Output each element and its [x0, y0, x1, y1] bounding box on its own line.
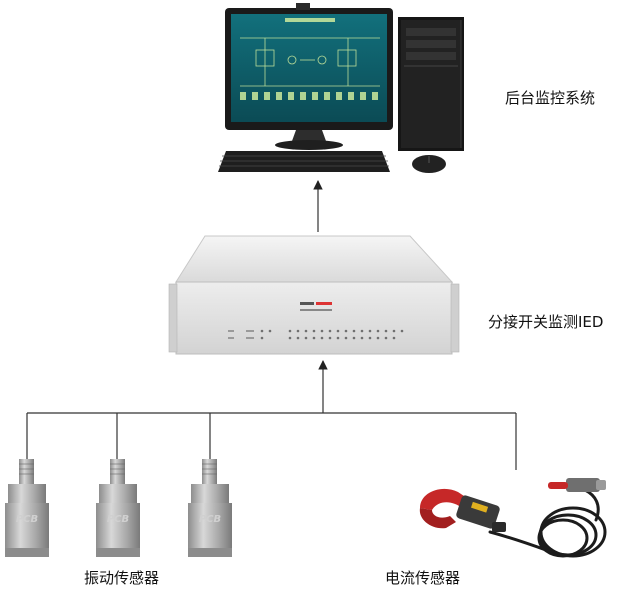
label-backend-monitoring-system: 后台监控系统: [505, 89, 596, 107]
pc-tower-icon: [398, 17, 464, 151]
ied-device-illustration: [168, 235, 460, 355]
vibration-sensor-3: PCB: [188, 459, 232, 557]
pcb-logo-1: PCB: [16, 514, 38, 525]
computer-illustration: [218, 3, 464, 173]
label-vibration-sensor: 振动传感器: [84, 569, 160, 587]
vibration-sensor-1: PCB: [5, 459, 49, 557]
pcb-logo-2: PCB: [107, 514, 129, 525]
current-clamp-sensor: [419, 478, 607, 558]
monitor-icon: [225, 3, 393, 150]
mouse-icon: [412, 155, 446, 173]
connection-lines: [26, 180, 517, 470]
keyboard-icon: [218, 151, 390, 172]
pcb-logo-3: PCB: [199, 514, 221, 525]
label-current-sensor: 电流传感器: [385, 569, 461, 587]
label-tap-changer-monitoring-ied: 分接开关监测IED: [488, 313, 604, 331]
vibration-sensor-2: PCB: [96, 459, 140, 557]
